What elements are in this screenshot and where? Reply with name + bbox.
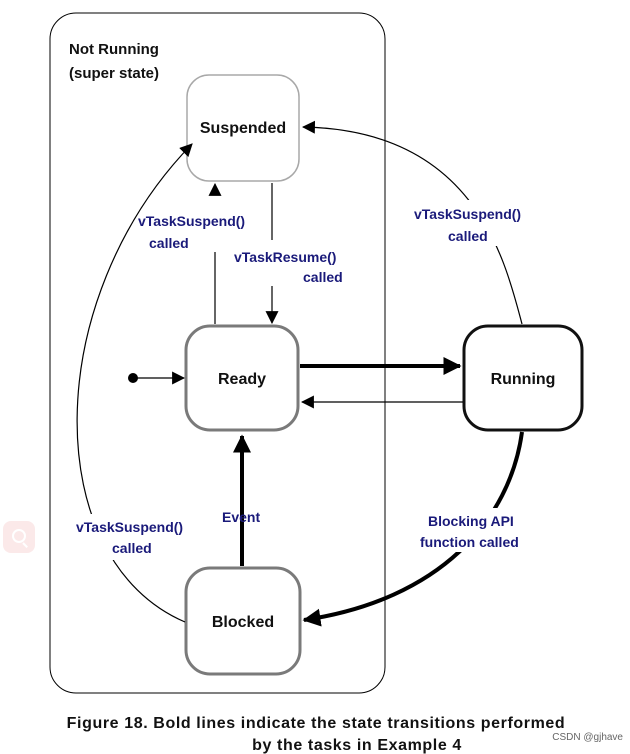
state-ready-label: Ready <box>218 371 266 388</box>
ready-to-suspended-label-2: called <box>149 235 189 251</box>
suspended-to-ready-label-2: called <box>303 269 343 285</box>
blocked-to-suspended-arrow <box>76 143 193 623</box>
running-to-blocked-label-2: function called <box>420 534 519 550</box>
superstate-title: Not Running <box>69 41 159 58</box>
blocked-to-suspended-label-2: called <box>112 540 152 556</box>
initial-state-dot <box>128 373 138 383</box>
not-running-superstate <box>49 12 386 694</box>
ready-to-suspended-label-1: vTaskSuspend() <box>138 213 245 229</box>
running-to-blocked-label-1: Blocking API <box>428 513 514 529</box>
state-running-label: Running <box>491 371 556 388</box>
running-to-suspended-label-2: called <box>448 228 488 244</box>
search-icon[interactable] <box>3 521 35 553</box>
watermark: CSDN @gjhave <box>552 732 623 743</box>
state-running: Running <box>462 324 584 432</box>
state-ready: Ready <box>184 324 300 432</box>
state-suspended-label: Suspended <box>200 120 286 137</box>
figure-caption-line2: by the tasks in Example 4 <box>252 737 462 754</box>
figure-caption-line1: Figure 18. Bold lines indicate the state… <box>67 715 566 732</box>
suspended-to-ready-label-1: vTaskResume() <box>234 249 336 265</box>
blocked-to-suspended-label-1: vTaskSuspend() <box>76 519 183 535</box>
state-suspended: Suspended <box>186 74 300 182</box>
superstate-subtitle: (super state) <box>69 65 159 82</box>
state-blocked: Blocked <box>184 566 302 676</box>
state-blocked-label: Blocked <box>212 614 274 631</box>
running-to-suspended-label-1: vTaskSuspend() <box>414 206 521 222</box>
blocked-to-ready-label: Event <box>222 509 260 525</box>
